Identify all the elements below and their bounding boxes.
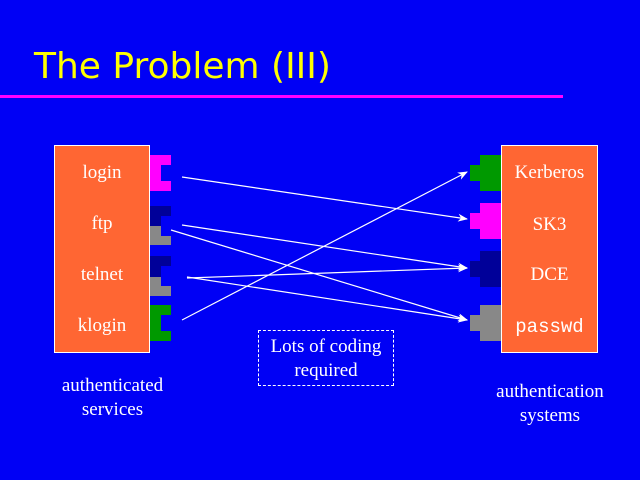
system-kerberos: Kerberos [514,162,585,183]
plug-ftp [150,206,171,245]
systems-caption-line2: systems [519,405,581,426]
service-klogin: klogin [77,315,127,336]
systems-box: Kerberos SK3 DCE passwd [501,145,598,353]
arrow-login-to-sk3 [181,176,468,222]
services-caption: authenticated services [40,374,185,422]
slide-title: The Problem (III) [34,46,331,87]
plug-sk3 [470,203,501,239]
title-underline [0,95,563,98]
note-line1: Lots of coding [270,336,382,357]
service-telnet: telnet [80,264,124,285]
plug-klogin [150,305,171,341]
systems-caption: authentication systems [470,380,630,428]
plug-login [150,155,171,191]
system-passwd: passwd [515,316,584,338]
system-dce: DCE [530,264,569,285]
coding-note: Lots of coding required [258,330,394,386]
arrow-telnet-to-dce [186,264,468,279]
services-box: login ftp telnet klogin [54,145,150,353]
arrow-klogin-to-kerberos [181,171,468,321]
arrow-ftp-to-passwd [170,229,468,322]
plug-passwd [470,305,501,341]
note-line2: required [294,360,358,381]
plug-kerberos [470,155,501,191]
plug-telnet [150,256,171,296]
system-sk3: SK3 [532,214,567,235]
service-login: login [82,162,122,183]
arrow-telnet-to-passwd [186,276,468,323]
systems-caption-line1: authentication [496,381,604,402]
services-caption-line1: authenticated [61,375,164,396]
service-ftp: ftp [91,213,113,234]
plug-dce [470,251,501,287]
services-caption-line2: services [81,399,144,420]
